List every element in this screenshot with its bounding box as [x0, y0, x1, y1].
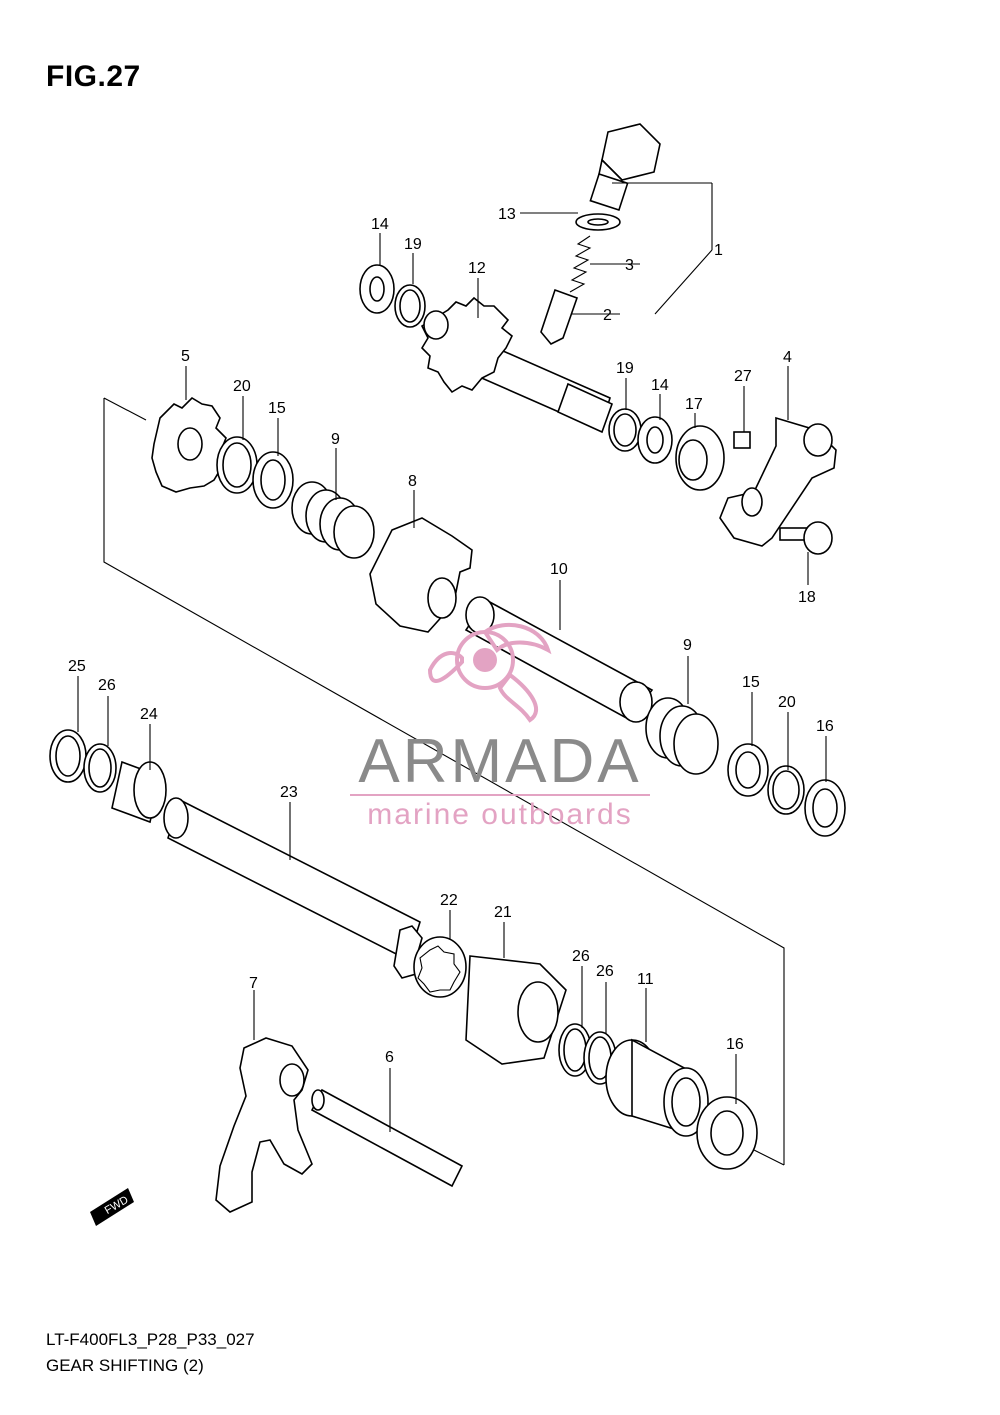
gearshift-arm [719, 416, 837, 547]
callout-5: 5 [181, 348, 190, 365]
circlip-19-upper [394, 284, 426, 328]
callout-27: 27 [734, 368, 752, 385]
callout-10: 10 [550, 561, 568, 578]
shift-fork-7 [215, 1037, 313, 1213]
drum-21 [465, 955, 567, 1065]
figure-title: FIG.27 [46, 60, 141, 93]
spring-9-left [291, 481, 375, 559]
bushing-24 [111, 760, 167, 824]
callout-6: 6 [385, 1049, 394, 1066]
spring-3 [569, 235, 592, 293]
callout-11: 11 [637, 971, 654, 988]
diagram-code: LT-F400FL3_P28_P33_027 [46, 1330, 255, 1349]
leader-lines [77, 182, 827, 1132]
washer-16-lower [696, 1096, 758, 1170]
fwd-direction-badge: FWD [90, 1188, 134, 1226]
callout-2: 2 [603, 307, 612, 324]
shift-drum-10 [464, 596, 654, 723]
fwd-label: FWD [103, 1194, 131, 1217]
armada-watermark: ARMADA marine outboards [350, 622, 650, 831]
callout-17: 17 [685, 396, 703, 413]
washer-22 [413, 936, 467, 998]
nut-27 [733, 431, 751, 449]
spring-9-right [645, 697, 719, 775]
callout-20-left: 20 [233, 378, 251, 395]
washer-14-lower [637, 416, 673, 464]
assembly-bracket [103, 397, 785, 1166]
callout-26-right: 26 [596, 963, 614, 980]
shift-cam-8 [369, 517, 473, 633]
shift-cam-stopper-bolt [589, 123, 661, 211]
callout-24: 24 [140, 706, 158, 723]
washer-14-upper [359, 264, 395, 314]
callout-16-lower: 16 [726, 1036, 744, 1053]
callout-18: 18 [798, 589, 816, 606]
circlip-26-left [83, 743, 117, 793]
washer-15-left [252, 451, 294, 509]
callout-25: 25 [68, 658, 86, 675]
callout-19-lower: 19 [616, 360, 634, 377]
bolt-18 [779, 521, 833, 555]
circlip-19-lower [608, 408, 642, 452]
washer-15-right [727, 743, 769, 797]
callout-labels: 1 2 3 4 5 6 7 8 9 9 10 11 12 13 14 14 15… [68, 206, 834, 1066]
callout-7: 7 [249, 975, 258, 992]
oil-seal-17 [675, 425, 725, 491]
callout-9-left: 9 [331, 431, 340, 448]
callout-20-right: 20 [778, 694, 796, 711]
diagram-name: GEAR SHIFTING (2) [46, 1356, 204, 1375]
callout-15-left: 15 [268, 400, 286, 417]
circlip-20-left [216, 436, 258, 494]
gearshift-shaft [420, 296, 614, 434]
callout-14-lower: 14 [651, 377, 669, 394]
callout-16-upper: 16 [816, 718, 834, 735]
callout-26-mid: 26 [572, 948, 590, 965]
callout-12: 12 [468, 260, 486, 277]
bearing-11 [605, 1038, 709, 1137]
washer-25 [49, 729, 87, 783]
pin-2 [540, 288, 579, 345]
callout-8: 8 [408, 473, 417, 490]
callout-23: 23 [280, 784, 298, 801]
callout-22: 22 [440, 892, 458, 909]
callout-15-right: 15 [742, 674, 760, 691]
watermark-tagline: marine outboards [367, 798, 632, 831]
callout-3: 3 [625, 257, 634, 274]
callout-9-right: 9 [683, 637, 692, 654]
washer-16-upper [804, 779, 846, 837]
callout-4: 4 [783, 349, 792, 366]
shift-fork-shaft-6 [310, 1088, 464, 1188]
gear-5 [151, 396, 229, 493]
callout-26-left: 26 [98, 677, 116, 694]
washer-13 [575, 213, 621, 231]
callout-14-upper: 14 [371, 216, 389, 233]
circlip-26-mid [558, 1023, 592, 1077]
callout-13: 13 [498, 206, 516, 223]
callout-19-upper: 19 [404, 236, 422, 253]
callout-21: 21 [494, 904, 512, 921]
circlip-20-right [767, 765, 805, 815]
watermark-brand: ARMADA [358, 727, 641, 796]
callout-1: 1 [714, 242, 723, 259]
